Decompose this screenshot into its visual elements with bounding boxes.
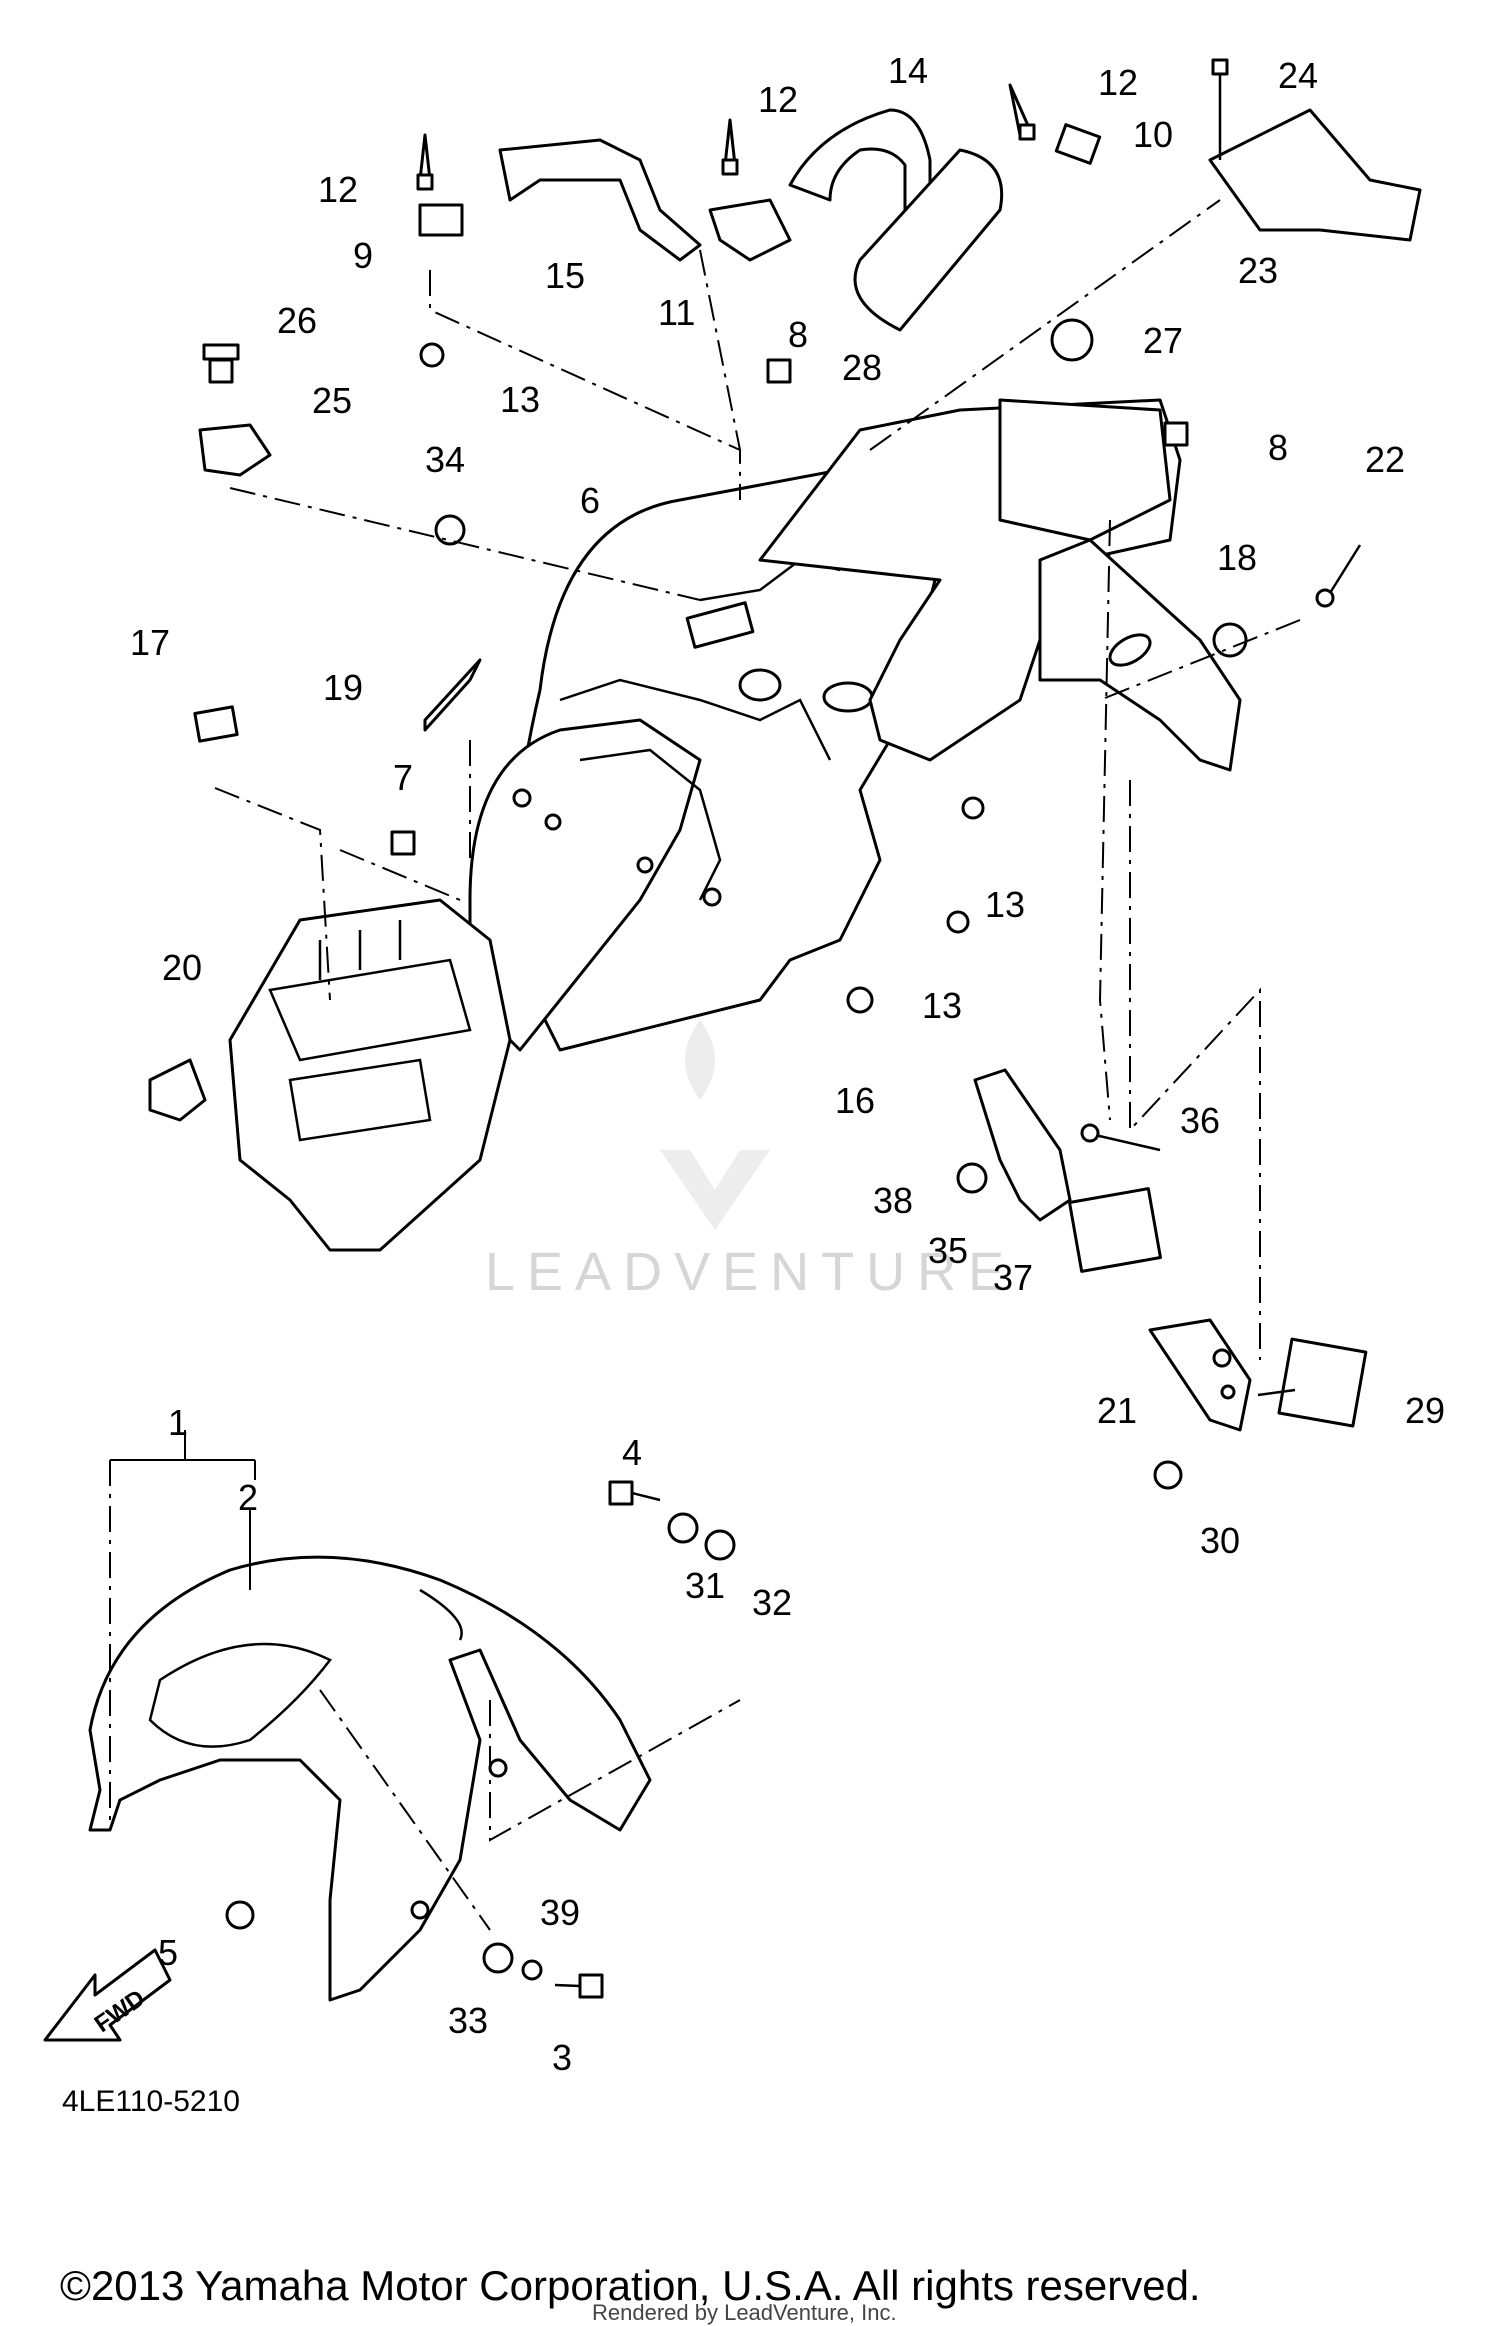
callout-8b: 8 — [1268, 427, 1288, 468]
callout-18: 18 — [1217, 537, 1257, 578]
callout-13a: 13 — [500, 379, 540, 420]
callout-27: 27 — [1143, 320, 1183, 361]
callout-11: 11 — [658, 292, 695, 333]
callout-labels: 1 2 3 4 5 6 7 8 8 9 10 11 12 12 12 13 13… — [130, 50, 1445, 2078]
callout-3: 3 — [552, 2037, 572, 2078]
callout-39: 39 — [540, 1892, 580, 1933]
tail-bracket — [758, 398, 1242, 772]
callout-30: 30 — [1200, 1520, 1240, 1561]
callout-38: 38 — [873, 1180, 913, 1221]
leader-lines — [109, 199, 1301, 1931]
fwd-arrow-icon: FWD — [43, 1948, 172, 2042]
callout-13b: 13 — [985, 884, 1025, 925]
callout-31: 31 — [685, 1565, 725, 1606]
callout-2: 2 — [238, 1477, 258, 1518]
callout-17: 17 — [130, 622, 170, 663]
callout-9: 9 — [353, 235, 373, 276]
callout-22: 22 — [1365, 439, 1405, 480]
callout-8a: 8 — [788, 314, 808, 355]
callout-15: 15 — [545, 255, 585, 296]
copyright-notice: ©2013 Yamaha Motor Corporation, U.S.A. A… — [60, 2262, 1201, 2309]
callout-6: 6 — [580, 480, 600, 521]
callout-26: 26 — [277, 300, 317, 341]
callout-4: 4 — [622, 1432, 642, 1473]
callout-23: 23 — [1238, 250, 1278, 291]
callout-33: 33 — [448, 2000, 488, 2041]
callout-7: 7 — [393, 757, 413, 798]
callout-1: 1 — [168, 1402, 188, 1443]
watermark-logo — [660, 1020, 770, 1230]
callout-24: 24 — [1278, 55, 1318, 96]
diagram-code: 4LE110-5210 — [62, 2085, 240, 2118]
callout-25: 25 — [312, 380, 352, 421]
callout-14: 14 — [888, 50, 928, 91]
callout-5: 5 — [158, 1932, 178, 1973]
callout-10: 10 — [1133, 114, 1173, 155]
callout-36: 36 — [1180, 1100, 1220, 1141]
callout-35: 35 — [928, 1230, 968, 1271]
rendered-by-note: Rendered by LeadVenture, Inc. — [592, 2300, 897, 2325]
callout-16: 16 — [835, 1080, 875, 1121]
callout-37: 37 — [993, 1257, 1033, 1298]
callout-19: 19 — [323, 667, 363, 708]
callout-29: 29 — [1405, 1390, 1445, 1431]
callout-21: 21 — [1097, 1390, 1137, 1431]
small-parts — [148, 58, 1422, 1999]
callout-20: 20 — [162, 947, 202, 988]
callout-32: 32 — [752, 1582, 792, 1623]
callout-12b: 12 — [758, 79, 798, 120]
callout-13c: 13 — [922, 985, 962, 1026]
callout-12a: 12 — [318, 169, 358, 210]
callout-12c: 12 — [1098, 62, 1138, 103]
callout-34: 34 — [425, 439, 465, 480]
battery-box — [228, 898, 512, 1252]
watermark-text: LEADVENTURE — [485, 1242, 1016, 1302]
callout-28: 28 — [842, 347, 882, 388]
